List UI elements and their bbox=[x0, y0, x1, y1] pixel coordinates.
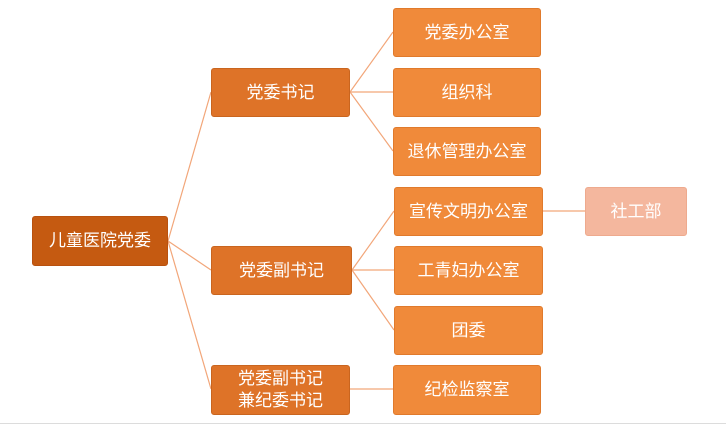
bottom-divider bbox=[0, 423, 726, 424]
connector-deputy-c2 bbox=[351, 269, 395, 331]
organization-section-node: 组织科 bbox=[393, 68, 541, 117]
union-youth-women-office-node: 工青妇办公室 bbox=[394, 246, 543, 295]
social-work-dept-node: 社工部 bbox=[585, 187, 687, 236]
connector-deputy-c0 bbox=[351, 210, 395, 271]
connector-root-deputy bbox=[167, 240, 212, 271]
party-office-node: 党委办公室 bbox=[393, 8, 541, 57]
youth-league-node: 团委 bbox=[394, 306, 543, 355]
secretary-node: 党委书记 bbox=[211, 68, 350, 117]
discipline-secretary-node: 党委副书记 兼纪委书记 bbox=[211, 365, 350, 415]
publicity-office-node: 宣传文明办公室 bbox=[394, 187, 543, 236]
discipline-inspection-office-node: 纪检监察室 bbox=[393, 365, 541, 415]
root-node: 儿童医院党委 bbox=[32, 216, 168, 266]
connector-secretary-c2 bbox=[349, 91, 394, 152]
connector-root-secretary bbox=[167, 91, 212, 242]
retirement-office-node: 退休管理办公室 bbox=[393, 127, 541, 176]
connector-root-discipline bbox=[167, 240, 212, 390]
deputy-secretary-node: 党委副书记 bbox=[211, 246, 352, 295]
connector-secretary-c0 bbox=[349, 31, 394, 93]
